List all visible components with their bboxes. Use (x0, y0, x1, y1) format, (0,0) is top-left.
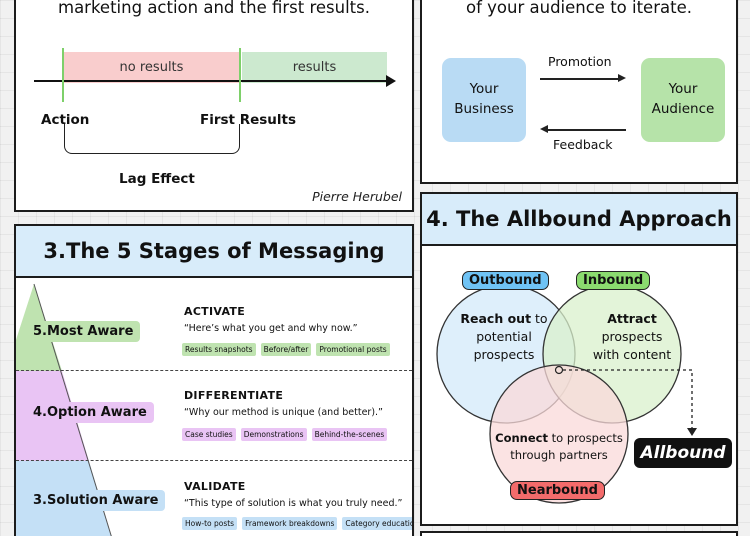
allbound-title: 4. The Allbound Approach (422, 194, 736, 246)
feedback-label: Feedback (553, 137, 613, 152)
stage-pill-option-aware: 4.Option Aware (26, 402, 154, 423)
first-results-label: First Results (200, 112, 297, 128)
allbound-result-label: Allbound (634, 438, 732, 468)
stage-heading-differentiate: DIFFERENTIATE (184, 389, 284, 402)
inbound-tag: Inbound (576, 271, 651, 290)
stage-pill-most-aware: 5.Most Aware (26, 321, 141, 342)
stage-quote: “This type of solution is what you truly… (184, 498, 403, 509)
feedback-heading: of your audience to iterate. (466, 0, 692, 17)
stage-divider (16, 370, 412, 371)
stage-quote: “Why our method is unique (and better).” (184, 407, 383, 418)
stage-heading-activate: ACTIVATE (184, 305, 246, 318)
content-chip: How-to posts (182, 517, 238, 530)
lag-effect-label: Lag Effect (119, 171, 195, 187)
feedback-arrow (548, 129, 626, 131)
stage-chips: Case studies Demonstrations Behind-the-s… (182, 428, 388, 441)
content-chip: Promotional posts (316, 343, 390, 356)
action-marker (62, 48, 64, 102)
content-chip: Demonstrations (240, 428, 307, 441)
stage-divider (16, 460, 412, 461)
next-panel-edge (420, 531, 738, 536)
nearbound-tag: Nearbound (510, 481, 605, 500)
arrow-down-icon (687, 428, 697, 436)
first-results-marker (239, 48, 241, 102)
allbound-connector (563, 369, 693, 430)
content-chip: Results snapshots (182, 343, 256, 356)
author-credit: Pierre Herubel (312, 189, 402, 204)
outbound-tag: Outbound (462, 271, 549, 290)
content-chip: Framework breakdowns (242, 517, 338, 530)
promotion-label: Promotion (548, 54, 612, 69)
feedback-loop-panel: of your audience to iterate. Your Busine… (420, 0, 738, 184)
content-chip: Behind-the-scenes (311, 428, 388, 441)
allbound-center-dot (554, 365, 564, 375)
stage-heading-validate: VALIDATE (184, 480, 246, 493)
arrow-left-icon (540, 125, 548, 133)
timeline-arrowhead-icon (386, 75, 396, 87)
no-results-zone: no results (63, 52, 240, 83)
your-business-box: Your Business (442, 58, 526, 142)
timeline-axis (34, 80, 390, 82)
action-label: Action (41, 112, 90, 128)
inbound-description: Attract prospects with content (592, 311, 672, 363)
venn-diagram (436, 284, 697, 504)
lag-heading: marketing action and the first results. (58, 0, 370, 17)
messaging-stages-panel: 3.The 5 Stages of Messaging 5.Most Aware… (14, 224, 414, 536)
content-chip: Case studies (182, 428, 236, 441)
nearbound-bold: Connect (495, 431, 548, 445)
stage-pill-solution-aware: 3.Solution Aware (26, 490, 166, 511)
content-chip: Category education (342, 517, 412, 530)
outbound-description: Reach out to potential prospects (460, 311, 548, 363)
your-audience-box: Your Audience (641, 58, 725, 142)
content-chip: Before/after (260, 343, 312, 356)
lag-effect-panel: marketing action and the first results. … (14, 0, 414, 212)
stage-chips: Results snapshots Before/after Promotion… (182, 343, 390, 356)
stage-quote: “Here’s what you get and why now.” (184, 323, 358, 334)
results-zone: results (242, 52, 387, 83)
messaging-title: 3.The 5 Stages of Messaging (16, 226, 412, 278)
stage-chips: How-to posts Framework breakdowns Catego… (182, 517, 412, 530)
inbound-bold: Attract (607, 311, 657, 326)
outbound-bold: Reach out (460, 311, 532, 326)
nearbound-circle (489, 364, 629, 504)
lag-brace (64, 124, 240, 154)
promotion-arrow (540, 78, 618, 80)
allbound-panel: 4. The Allbound Approach Outbound Inboun… (420, 192, 738, 526)
nearbound-description: Connect to prospects through partners (495, 431, 623, 462)
arrow-right-icon (618, 74, 626, 82)
